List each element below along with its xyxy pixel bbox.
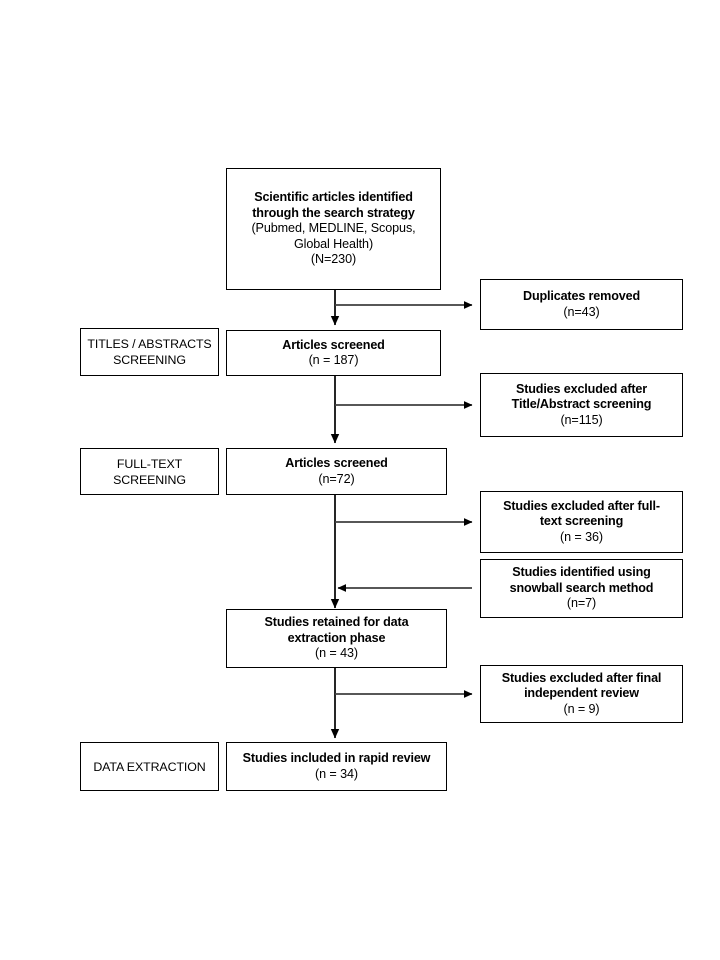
excluded-title-abstract-count: (n=115) [560,412,603,427]
box-snowball-identified: Studies identified using snowball search… [480,559,683,618]
identification-line-1: Scientific articles identified [254,190,413,205]
included-rapid-review-label: Studies included in rapid review [242,751,431,765]
excluded-title-abstract-line-2: Title/Abstract screening [511,397,652,412]
excluded-final-review-line-2: independent review [524,686,639,701]
retained-line-1: Studies retained for data [264,615,409,630]
identification-line-3: (Pubmed, MEDLINE, Scopus, [251,221,416,236]
excluded-final-review-line-1: Studies excluded after final [501,670,662,685]
snowball-identified-line-2: snowball search method [509,580,654,595]
articles-screened-fulltext-count: (n=72) [318,471,355,486]
stage-label-titles-abstracts: TITLES / ABSTRACTS SCREENING [80,328,219,376]
snowball-identified-line-1: Studies identified using [512,565,651,580]
articles-screened-titles-label: Articles screened [282,337,385,352]
duplicates-removed-count: (n=43) [563,304,600,319]
stage-label-full-text-line-2: SCREENING [113,472,186,487]
identification-count: (N=230) [310,252,357,267]
box-articles-screened-fulltext: Articles screened (n=72) [226,448,447,495]
box-excluded-title-abstract: Studies excluded after Title/Abstract sc… [480,373,683,437]
excluded-fulltext-line-2: text screening [539,514,624,529]
box-identification: Scientific articles identified through t… [226,168,441,290]
box-included-rapid-review: Studies included in rapid review (n = 34… [226,742,447,791]
excluded-final-review-count: (n = 9) [563,701,600,716]
duplicates-removed-label: Duplicates removed [523,289,640,303]
excluded-fulltext-count: (n = 36) [560,529,603,544]
retained-line-2: extraction phase [287,630,386,645]
stage-label-data-extraction: DATA EXTRACTION [80,742,219,791]
stage-label-titles-abstracts-line-2: SCREENING [113,353,186,367]
included-rapid-review-count: (n = 34) [315,766,358,781]
retained-count: (n = 43) [315,646,358,661]
excluded-fulltext-line-1: Studies excluded after full- [503,498,660,513]
identification-line-2: through the search strategy [252,205,415,220]
box-excluded-final-review: Studies excluded after final independent… [480,665,683,723]
box-retained-for-extraction: Studies retained for data extraction pha… [226,609,447,668]
stage-label-full-text-line-1: FULL-TEXT [116,456,183,471]
stage-label-titles-abstracts-line-1: TITLES / ABSTRACTS [87,337,212,351]
snowball-identified-count: (n=7) [566,596,597,611]
identification-line-4: Global Health) [293,236,374,251]
articles-screened-titles-count: (n = 187) [308,353,359,367]
stage-label-data-extraction-line-1: DATA EXTRACTION [93,759,206,774]
box-excluded-fulltext: Studies excluded after full- text screen… [480,491,683,553]
articles-screened-fulltext-label: Articles screened [285,456,388,470]
box-articles-screened-titles: Articles screened (n = 187) [226,330,441,376]
excluded-title-abstract-line-1: Studies excluded after [515,381,648,396]
stage-label-full-text: FULL-TEXT SCREENING [80,448,219,495]
box-duplicates-removed: Duplicates removed (n=43) [480,279,683,330]
